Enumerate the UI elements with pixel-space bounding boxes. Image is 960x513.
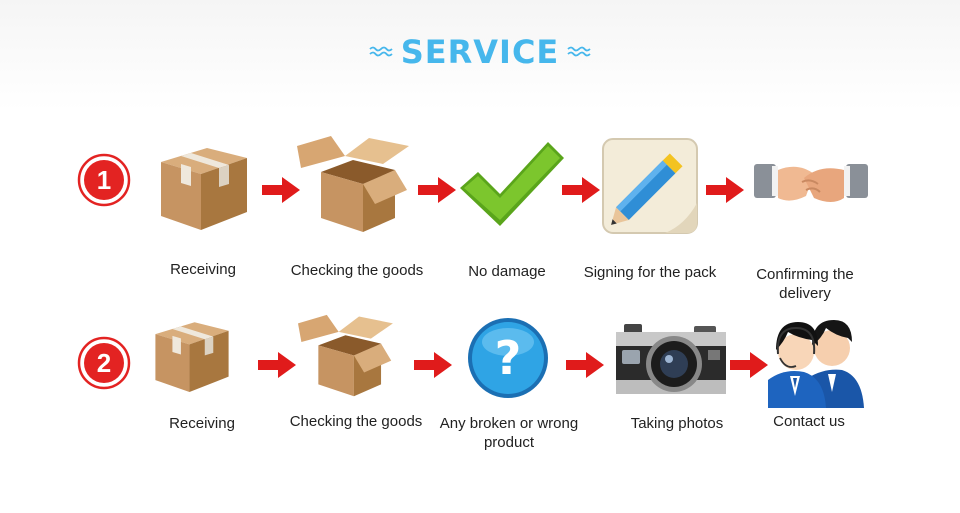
page-title: SERVICE bbox=[400, 33, 560, 71]
step-label-receiving: Receiving bbox=[170, 261, 236, 278]
wave-right-icon bbox=[567, 46, 591, 57]
open-box-icon bbox=[298, 314, 393, 397]
support-agents-icon bbox=[768, 320, 864, 408]
flow-arrow-icon bbox=[730, 352, 768, 378]
green-check-icon bbox=[460, 142, 564, 226]
question-mark-icon: ? bbox=[468, 318, 548, 398]
step-number-badge-1: 1 bbox=[77, 153, 131, 207]
step-label-signing: Signing for the pack bbox=[583, 264, 717, 281]
step-label-broken-wrong: Any broken or wrong product bbox=[439, 415, 579, 451]
taped-box-icon bbox=[155, 322, 229, 392]
step-label-receiving: Receiving bbox=[169, 415, 235, 432]
service-header: SERVICE bbox=[0, 30, 960, 74]
taped-box-icon bbox=[161, 148, 247, 230]
flow-arrow-icon bbox=[566, 352, 604, 378]
flow-arrow-icon bbox=[418, 177, 456, 203]
handshake-icon bbox=[754, 164, 868, 202]
step-number-badge-2: 2 bbox=[77, 336, 131, 390]
flow-arrow-icon bbox=[258, 352, 296, 378]
flow-arrow-icon bbox=[562, 177, 600, 203]
svg-text:2: 2 bbox=[97, 348, 111, 378]
pencil-paper-icon bbox=[602, 138, 698, 234]
step-label-confirming: Confirming the delivery bbox=[756, 266, 854, 302]
camera-icon bbox=[616, 324, 726, 394]
step-label-taking-photos: Taking photos bbox=[630, 415, 724, 432]
open-box-icon bbox=[297, 136, 409, 232]
svg-text:1: 1 bbox=[97, 165, 111, 195]
flow-arrow-icon bbox=[262, 177, 300, 203]
svg-text:?: ? bbox=[495, 331, 522, 385]
step-label-contact-us: Contact us bbox=[773, 413, 845, 430]
step-label-checking-goods: Checking the goods bbox=[289, 413, 423, 430]
wave-left-icon bbox=[369, 46, 393, 57]
flow-arrow-icon bbox=[414, 352, 452, 378]
step-label-checking-goods: Checking the goods bbox=[290, 262, 424, 279]
step-label-no-damage: No damage bbox=[468, 263, 546, 280]
flow-arrow-icon bbox=[706, 177, 744, 203]
